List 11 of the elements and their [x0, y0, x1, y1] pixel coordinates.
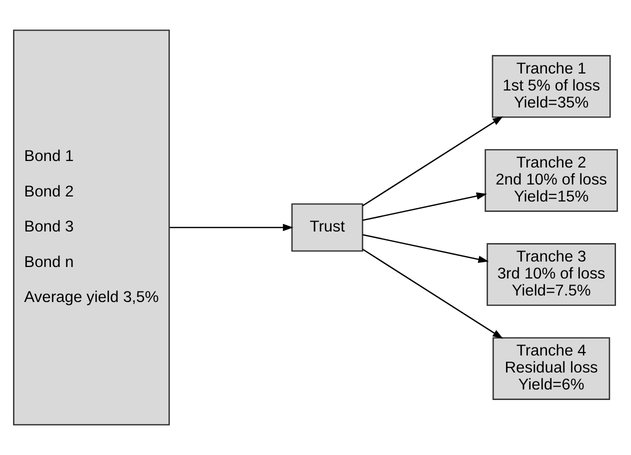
- arrow: [362, 116, 504, 206]
- node-box: Trust: [291, 203, 364, 252]
- node-box: Tranche 3 3rd 10% of loss Yield=7.5%: [486, 243, 616, 306]
- node-box: Bond 1 Bond 2 Bond 3 Bond n Average yield 3,5%: [13, 30, 170, 426]
- arrow: [362, 192, 487, 221]
- node-box: Tranche 4 Residual loss Yield=6%: [492, 337, 610, 400]
- node-box: Tranche 1 1st 5% of loss Yield=35%: [492, 55, 611, 118]
- arrow: [362, 248, 504, 339]
- arrow: [170, 224, 294, 232]
- node-box: Tranche 2 2nd 10% of loss Yield=15%: [484, 149, 618, 212]
- arrow: [362, 234, 489, 263]
